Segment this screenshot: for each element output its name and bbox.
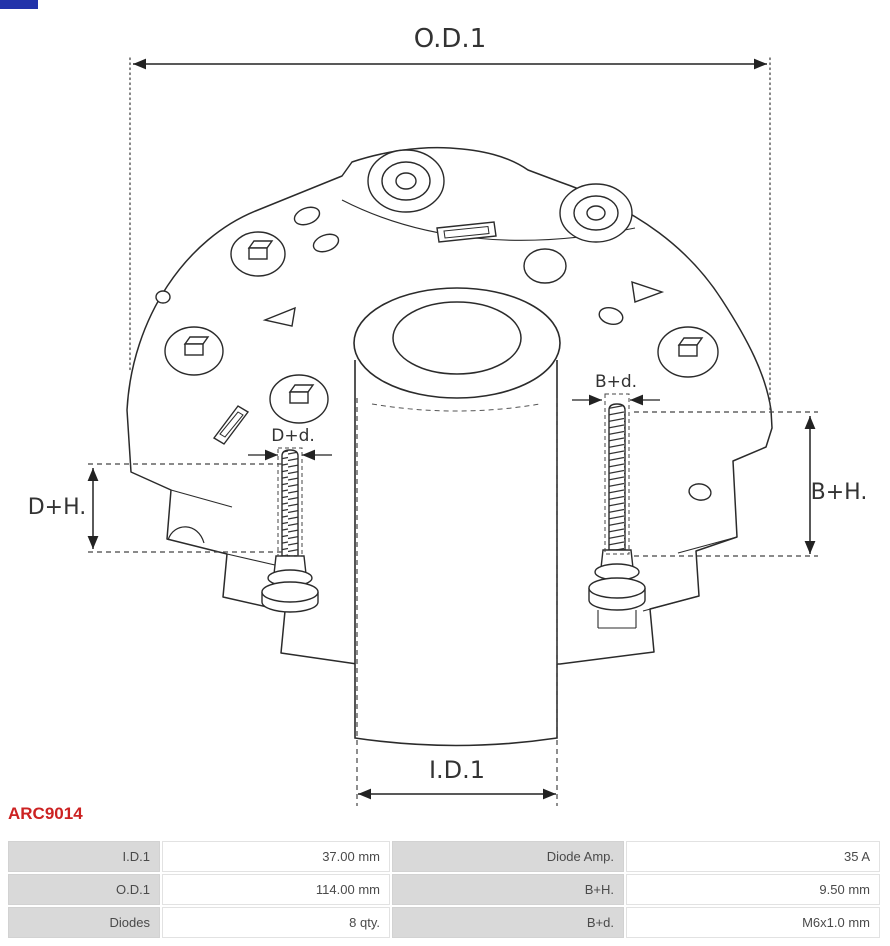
dd-label: D+d. [271,426,315,446]
face-details [155,149,719,501]
spec-label: B+d. [392,907,624,938]
dimension-od1: O.D.1 [129,24,771,413]
diode-bolt-2 [164,326,224,376]
dimension-bd: B+d. [572,372,660,555]
technical-drawing: O.D.1 I.D.1 D+H. B+H. D+d. B+d. [28,24,868,806]
collar-inner [392,301,522,375]
spec-value: M6x1.0 mm [626,907,880,938]
diode-bolt-4 [657,326,719,378]
diode-hole-plain [523,248,567,284]
stamped-arrow-right [631,280,665,303]
spec-table: I.D.1 37.00 mm Diode Amp. 35 A O.D.1 114… [8,841,882,938]
spec-label: Diode Amp. [392,841,624,872]
dh-label: D+H. [28,495,87,520]
dimension-id1: I.D.1 [356,398,558,806]
diode-bolt-3 [269,374,329,424]
id1-label: I.D.1 [429,756,485,784]
dimension-dh: D+H. [28,463,284,553]
dimension-dd: D+d. [248,426,332,557]
bd-label: B+d. [595,372,637,392]
part-number: ARC9014 [8,804,83,823]
spec-value: 114.00 mm [162,874,390,905]
rectifier-diagram-svg: O.D.1 I.D.1 D+H. B+H. D+d. B+d. [28,24,868,806]
spec-value: 35 A [626,841,880,872]
stamped-arrow-left [262,306,296,327]
spec-value: 9.50 mm [626,874,880,905]
spec-value: 37.00 mm [162,841,390,872]
screw-hole [155,290,171,304]
screw-hole [293,206,321,226]
spec-label: Diodes [8,907,160,938]
right-stud [588,403,646,629]
diode-bolt-1 [230,231,286,277]
spec-label: O.D.1 [8,874,160,905]
bh-label: B+H. [811,480,868,505]
terminal-hole-right [559,183,633,243]
screw-hole [598,306,624,326]
slot-lower-left [212,405,250,445]
hidden-edge-dashed [371,403,541,412]
spec-value: 8 qty. [162,907,390,938]
as-pl-logo-fragment [0,0,38,9]
spec-label: B+H. [392,874,624,905]
screw-hole [688,483,712,501]
left-stud [261,449,319,613]
dimension-bh: B+H. [634,411,868,557]
center-bore-tube [353,287,561,747]
terminal-hole-left [367,149,445,213]
od1-label: O.D.1 [414,24,487,54]
slot-top [436,221,497,243]
mounting-ear [167,526,205,544]
screw-hole [312,233,340,253]
plate-thickness-lines [170,489,738,612]
spec-label: I.D.1 [8,841,160,872]
